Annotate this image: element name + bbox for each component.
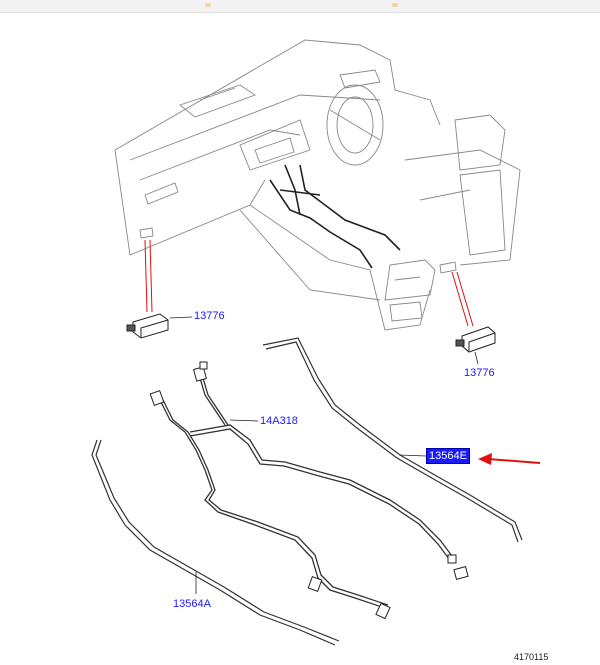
top-strip-mark [205,3,211,7]
top-strip-mark [392,3,398,7]
bracket-module-right [455,326,496,365]
cable-13564E [262,337,523,543]
red-arrow-icon [478,453,541,465]
figure-number: 4170115 [514,652,549,662]
leader-lines [144,239,474,327]
console-harness-routing [269,164,401,269]
dashboard-outline [114,39,521,331]
callout-14A318[interactable]: 14A318 [260,415,298,427]
callout-13776-right[interactable]: 13776 [464,367,495,379]
harness-14A318 [159,377,456,609]
harness-connectors [149,361,469,620]
top-strip [0,0,600,13]
cable-13564A [91,439,340,646]
callout-13564A[interactable]: 13564A [173,598,211,610]
callout-13776-left[interactable]: 13776 [194,310,225,322]
bracket-module-left [126,313,193,339]
callout-13564E-highlighted[interactable]: 13564E [426,448,470,464]
